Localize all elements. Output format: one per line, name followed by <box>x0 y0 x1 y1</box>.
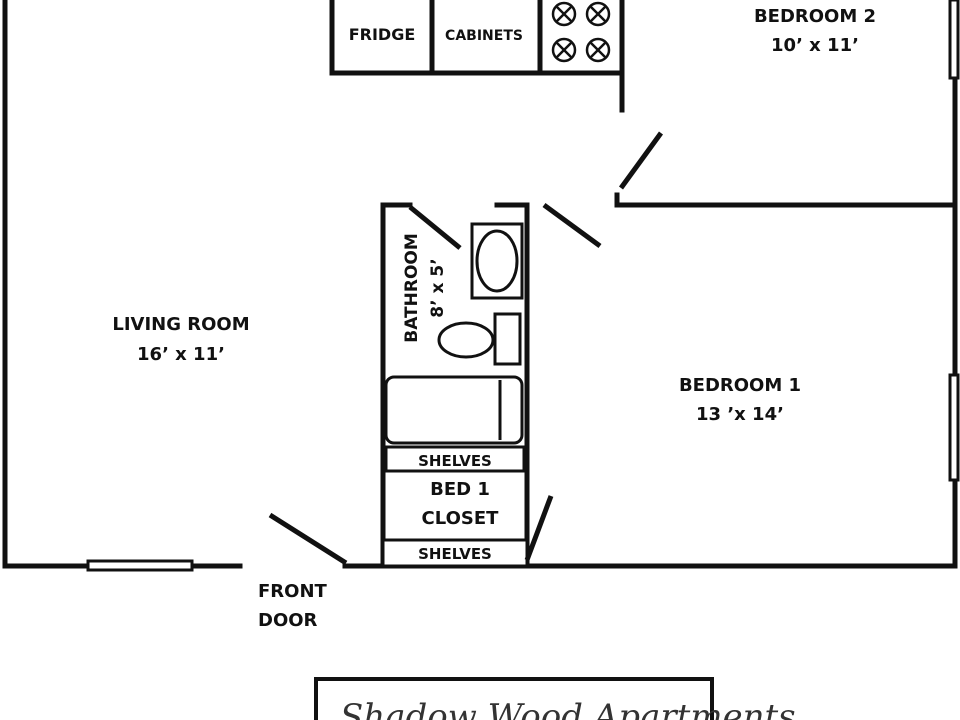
brand-text: Shadow Wood Apartments <box>340 697 796 720</box>
living-room-size: 16’ x 11’ <box>137 344 225 365</box>
front-door-line2: DOOR <box>258 610 318 631</box>
bedroom2-door-swing <box>618 131 664 190</box>
bathroom-door-swing <box>408 205 462 250</box>
bathtub-icon <box>384 375 524 445</box>
bedroom2-size: 10’ x 11’ <box>771 35 859 56</box>
stove-burners <box>551 1 611 63</box>
closet-door-swing <box>524 495 554 561</box>
bedroom1-window <box>948 373 960 482</box>
bedroom2-name: BEDROOM 2 <box>754 6 876 27</box>
bedroom2-window <box>948 0 960 80</box>
shelves-lower-label: SHELVES <box>418 545 492 563</box>
toilet-tank-icon <box>493 312 522 366</box>
shelves-upper-label: SHELVES <box>418 452 492 470</box>
brand-box <box>314 677 714 720</box>
bedroom1-name: BEDROOM 1 <box>679 375 801 396</box>
bedroom1-size: 13 ’x 14’ <box>696 404 784 425</box>
fridge-label: FRIDGE <box>349 25 416 44</box>
shelves-lower <box>381 538 529 568</box>
living-room-window <box>86 559 194 572</box>
living-room-name: LIVING ROOM <box>112 314 249 335</box>
bathroom-block <box>380 202 554 569</box>
front-door-line1: FRONT <box>258 581 328 602</box>
closet-line1: BED 1 <box>430 479 490 500</box>
closet-line2: CLOSET <box>422 508 500 529</box>
cabinets-label: CABINETS <box>445 28 523 44</box>
kitchen <box>329 0 625 113</box>
bathroom-size: 8’ x 5’ <box>428 258 448 317</box>
front-door-swing <box>268 512 348 566</box>
shelves-upper <box>384 445 526 473</box>
sink-icon <box>475 229 519 293</box>
toilet-bowl-icon <box>437 321 495 359</box>
bathroom-name: BATHROOM <box>402 233 422 343</box>
bedroom1-door-swing <box>542 202 602 249</box>
